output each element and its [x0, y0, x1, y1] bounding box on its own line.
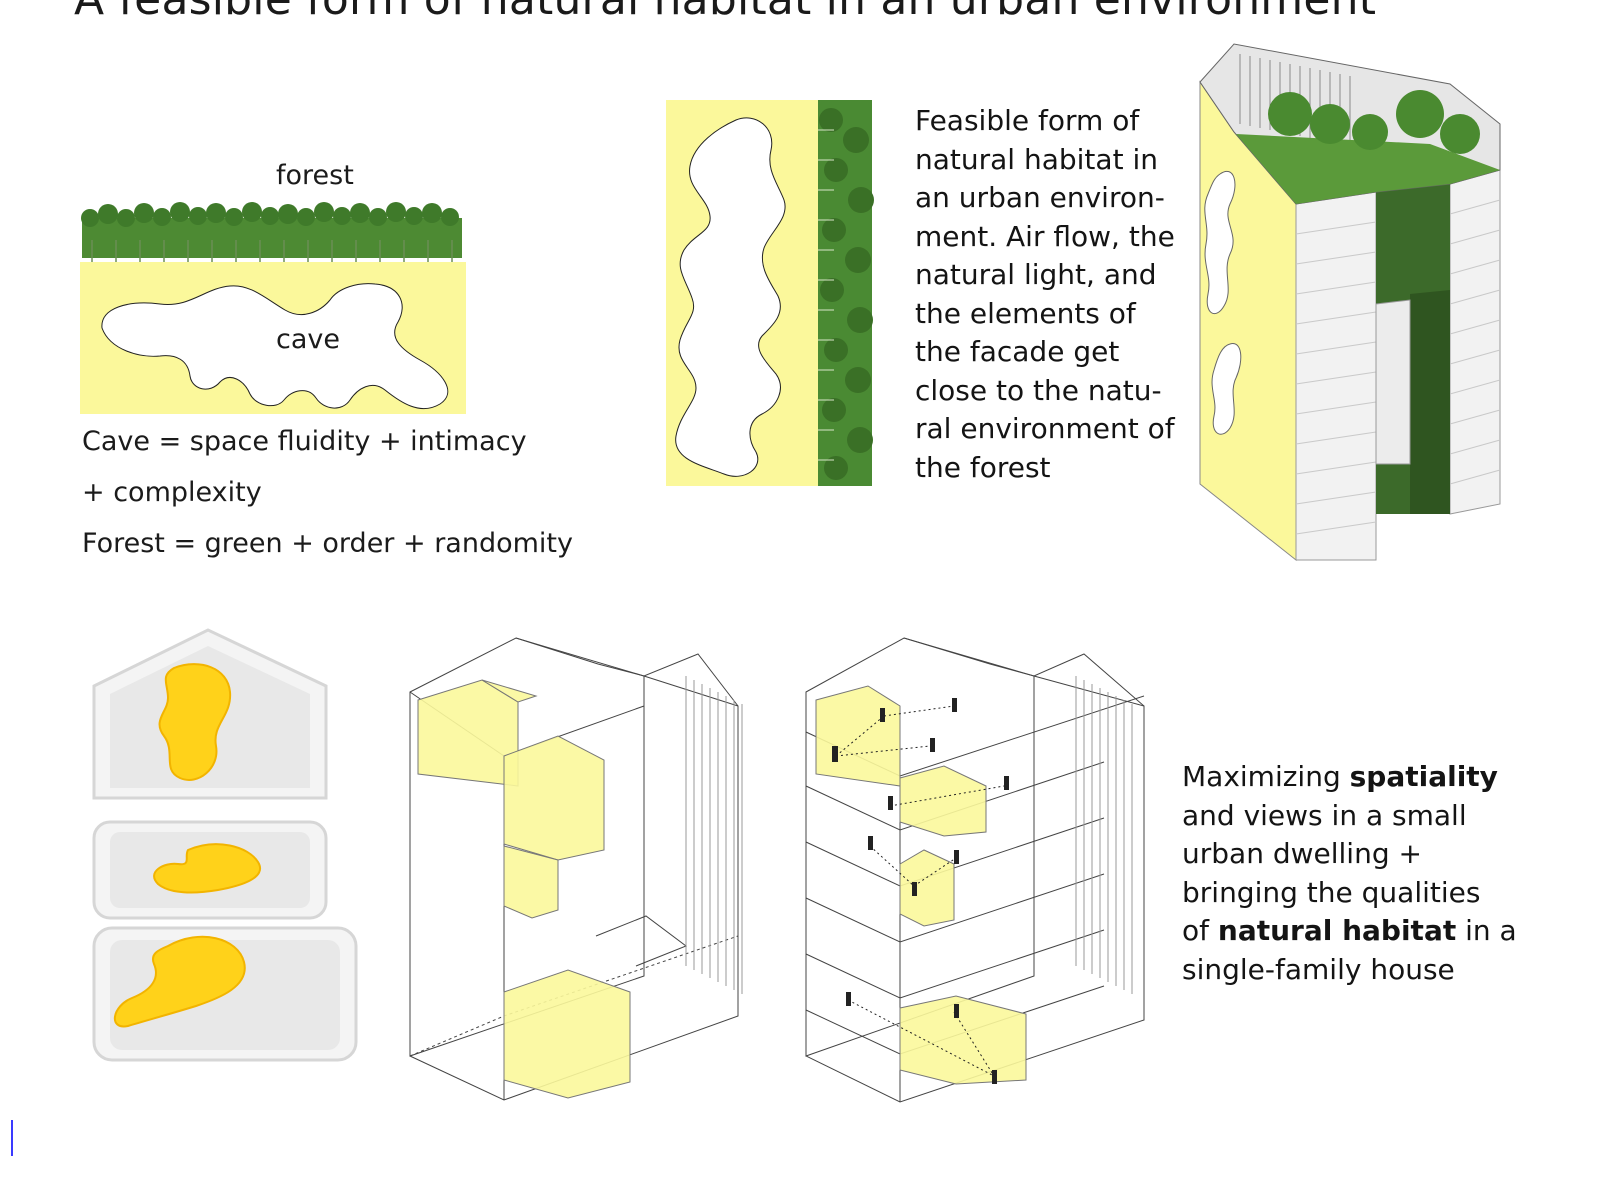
description-line: natural light, and — [915, 258, 1157, 291]
description-emphasis: natural habitat — [1217, 914, 1457, 947]
cave-equation-continued: + complexity — [82, 477, 262, 508]
description-emphasis: spatiality — [1349, 760, 1498, 793]
description-line: of natural habitat in a — [1182, 912, 1582, 951]
description-line: close to the natu- — [915, 373, 1162, 407]
description-line: ral environment of — [915, 412, 1175, 445]
description-line: ment. Air flow, the — [915, 219, 1175, 253]
cave-label: cave — [276, 324, 340, 355]
floors-views-illustration — [805, 637, 1145, 1103]
description-text: in a — [1456, 914, 1517, 947]
building-facade-illustration — [1199, 43, 1501, 562]
description-line: Maximizing spatiality — [1182, 758, 1582, 797]
wireframe-volumes-illustration — [409, 637, 743, 1101]
text-cursor — [11, 1120, 13, 1156]
page-title: A feasible form of natural habitat in an… — [74, 0, 1376, 25]
feasible-form-description: Feasible form of natural habitat in an u… — [915, 102, 1205, 487]
description-line: Feasible form of — [915, 104, 1140, 137]
forest-canopy — [81, 202, 462, 258]
vertical-cave-void — [675, 117, 786, 477]
description-line: the facade get — [915, 335, 1120, 368]
description-line: and views in a small — [1182, 798, 1467, 832]
cave-equation: Cave = space fluidity + intimacy — [82, 426, 527, 457]
forest-equation: Forest = green + order + randomity — [82, 528, 573, 559]
cave-void — [101, 283, 449, 409]
description-text: of — [1182, 914, 1218, 947]
cave-forest-section-illustration — [80, 202, 466, 414]
stacked-cave-volumes-illustration — [92, 628, 358, 1062]
description-line: an urban environ- — [915, 181, 1165, 214]
vertical-section-illustration — [666, 100, 874, 486]
description-text: Maximizing — [1182, 760, 1350, 793]
description-line: bringing the qualities — [1182, 875, 1481, 909]
forest-label: forest — [276, 160, 354, 191]
description-line: natural habitat in — [915, 142, 1158, 176]
spatiality-description: Maximizing spatiality and views in a sma… — [1182, 758, 1582, 989]
description-line: the forest — [915, 450, 1051, 484]
description-line: the elements of — [915, 296, 1136, 330]
description-line: single-family house — [1182, 952, 1455, 986]
description-line: urban dwelling + — [1182, 837, 1422, 870]
